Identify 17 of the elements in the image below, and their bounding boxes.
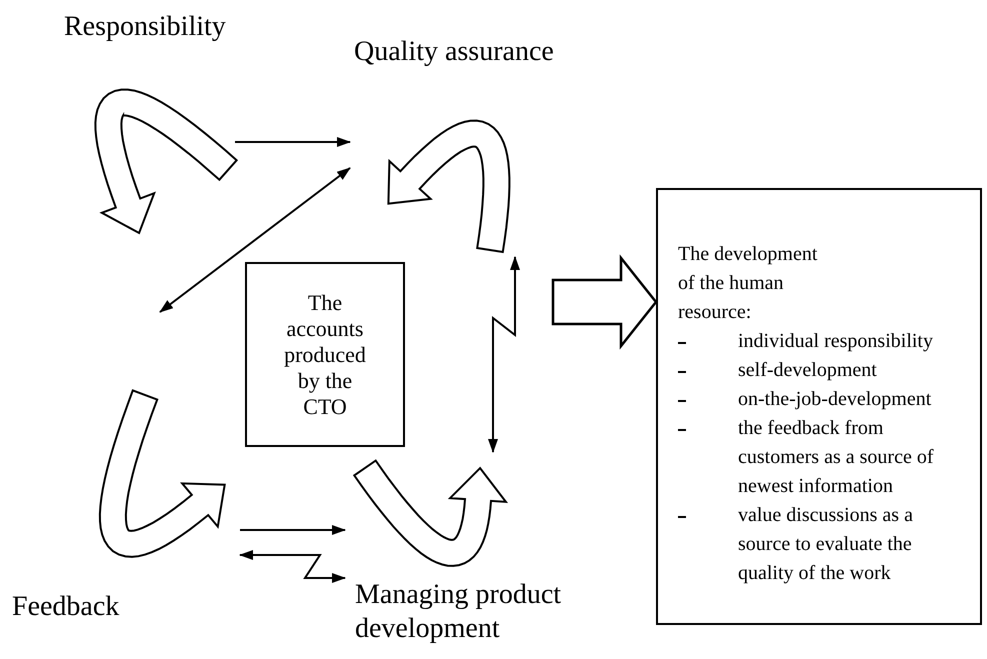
list-item: self-development <box>738 358 878 383</box>
arrow <box>488 256 520 453</box>
text-panel <box>656 188 982 625</box>
list-item: on-the-job-development <box>738 387 932 412</box>
node-label: Quality assurance <box>354 35 555 69</box>
node-label: Responsibility <box>64 10 227 44</box>
heading-text: The development of the human resource: <box>678 242 818 325</box>
node-label: Managing product development <box>355 578 562 646</box>
list-item: value discussions as a source to evaluate the quality of the work <box>738 503 914 586</box>
list-item: individual responsibility <box>738 329 934 354</box>
arrow <box>240 525 346 535</box>
arrow <box>159 167 351 313</box>
arrow <box>235 137 351 147</box>
process-box: The accounts produced by the CTO <box>245 262 405 447</box>
arrow <box>239 550 346 583</box>
block-arrow <box>552 254 658 350</box>
node-label: Feedback <box>12 590 120 624</box>
